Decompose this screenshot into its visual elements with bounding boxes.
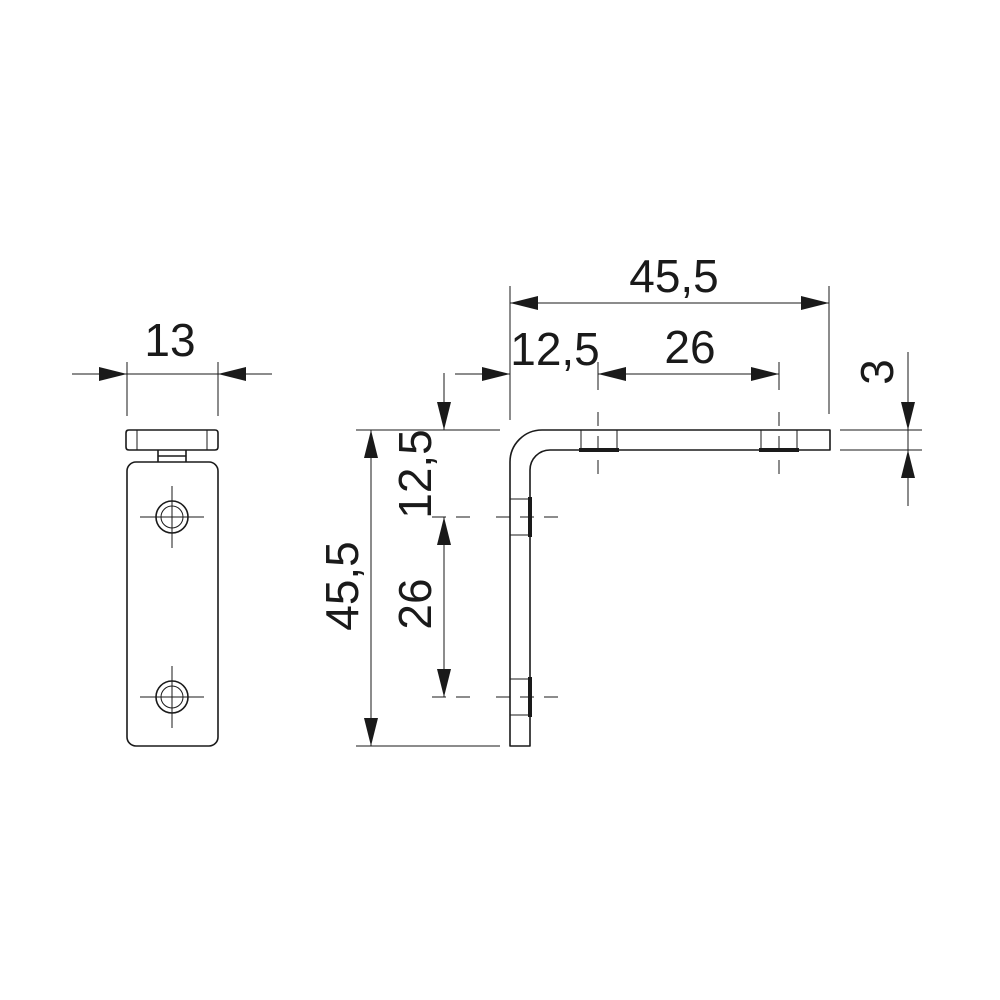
front-view-top-flange [125, 429, 219, 451]
front-view: 13 [72, 314, 272, 747]
dimension-vertical-hole-spacing: 26 [389, 517, 470, 698]
dimension-vertical-hole-spacing-label: 26 [389, 578, 441, 629]
dimension-thickness-label: 3 [851, 359, 903, 385]
side-view-top-hole-2 [759, 412, 799, 478]
dimension-front-width-label: 13 [144, 314, 195, 366]
side-view-vertical-hole-2 [496, 677, 562, 717]
side-view-top-hole-1 [579, 412, 619, 478]
dimension-overall-height-label: 45,5 [316, 541, 368, 631]
dimension-top-edge-offset: 12,5 [455, 323, 600, 381]
dimension-overall-width: 45,5 [510, 250, 829, 310]
front-view-neck [157, 450, 187, 462]
dimension-vertical-edge-offset: 12,5 [389, 373, 470, 519]
dimension-thickness: 3 [851, 352, 915, 506]
front-view-hole-lower [140, 666, 204, 728]
side-view: 45,5 12,5 26 3 45,5 [316, 250, 922, 747]
dimension-overall-width-label: 45,5 [629, 250, 719, 302]
front-view-hole-upper [140, 486, 204, 548]
dimension-vertical-edge-offset-label: 12,5 [389, 429, 441, 519]
dimension-overall-height: 45,5 [316, 430, 378, 746]
dimension-top-hole-spacing: 26 [598, 321, 779, 381]
dimension-top-edge-offset-label: 12,5 [510, 323, 600, 375]
side-view-vertical-hole-1 [496, 497, 562, 537]
front-view-plate [126, 461, 219, 747]
dimension-front-width: 13 [72, 314, 272, 416]
side-view-bracket-profile [509, 429, 831, 747]
dimension-top-hole-spacing-label: 26 [664, 321, 715, 373]
